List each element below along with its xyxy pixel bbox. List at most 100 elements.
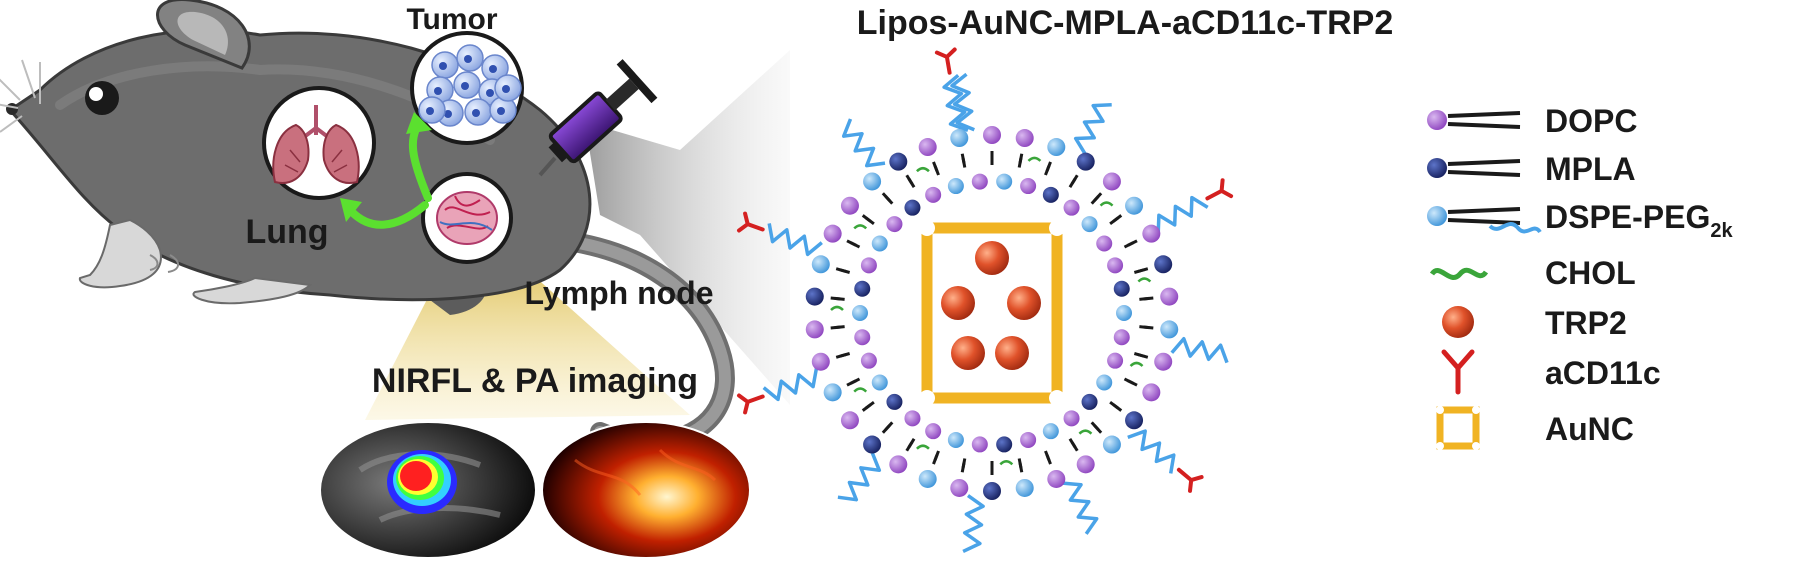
lipid-head-inner	[1020, 178, 1037, 195]
lipid-head-inner	[1107, 352, 1124, 369]
trp2-particles	[941, 241, 1041, 370]
lipid-tail	[1017, 157, 1023, 168]
lymph-node-inset	[421, 172, 513, 264]
peg-chain	[1156, 195, 1209, 234]
lipid-tail	[1068, 438, 1077, 449]
lipid-head-outer	[805, 320, 824, 339]
cholesterol	[1027, 156, 1042, 162]
cholesterol	[916, 444, 930, 450]
lipid-tail	[1090, 421, 1100, 431]
lipid-head-outer	[1154, 255, 1173, 274]
lipid-head-inner	[1081, 216, 1098, 233]
lipid-tail	[884, 421, 894, 431]
lymph-node-label: Lymph node	[524, 275, 713, 311]
legend-mpla-icon	[1427, 158, 1521, 178]
lipid-head-inner	[871, 374, 888, 391]
lipid-head-inner	[904, 199, 921, 216]
lipid-head-inner	[1107, 257, 1124, 274]
lipid-head-inner	[925, 423, 942, 440]
lipid-tail	[1123, 377, 1135, 385]
lipid-tail	[1133, 268, 1145, 274]
lipid-head-outer	[889, 152, 908, 171]
syringe-icon	[538, 59, 658, 177]
legend-dspe-peg-icon	[1427, 206, 1542, 234]
lipid-tail	[849, 377, 861, 385]
lipid-tail	[1133, 352, 1145, 358]
lipid-head-outer	[950, 129, 969, 148]
lipid-tail	[839, 352, 851, 358]
pa-image	[541, 421, 751, 559]
peg-chain	[942, 73, 969, 133]
lipid-head-outer	[1015, 478, 1034, 497]
acd11c-antibody	[737, 211, 765, 233]
peg-chain	[1062, 481, 1099, 535]
lipid-tail	[865, 216, 875, 226]
lipid-head-inner	[947, 431, 964, 448]
lipid-tail	[1044, 165, 1051, 176]
lipid-tail	[961, 157, 967, 168]
lipid-tail	[884, 195, 894, 205]
cholesterol	[853, 387, 868, 393]
lipid-head-outer	[983, 126, 1001, 144]
lipid-head-outer	[1160, 287, 1179, 306]
lipid-tail	[1123, 241, 1135, 249]
lipid-head-inner	[860, 352, 877, 369]
lung-inset	[262, 86, 376, 200]
legend-dopc-label: DOPC	[1545, 103, 1637, 139]
lipid-head-outer	[1076, 455, 1095, 474]
lipid-head-outer	[823, 224, 842, 243]
lipid-head-outer	[1125, 411, 1144, 430]
acd11c-antibody	[934, 47, 957, 75]
lipid-head-outer	[1125, 196, 1144, 215]
lipid-tail	[1068, 177, 1077, 188]
lipid-head-outer	[983, 482, 1001, 500]
legend-symbols	[1427, 110, 1542, 450]
arrow-head-to-lung-icon	[340, 198, 362, 222]
legend-mpla-label: MPLA	[1545, 151, 1636, 187]
lipid-head-outer	[840, 196, 859, 215]
cholesterol	[1078, 429, 1093, 435]
lipid-tail	[1139, 296, 1150, 301]
lipid-tail	[907, 438, 916, 449]
lipid-head-outer	[1015, 129, 1034, 148]
legend-acd11c-icon	[1441, 349, 1475, 395]
lipid-head-inner	[925, 186, 942, 203]
lipid-head-inner	[852, 305, 868, 321]
cholesterol	[1099, 201, 1114, 207]
tumor-cell-nucleus	[486, 89, 494, 97]
lipid-head-inner	[904, 410, 921, 427]
lipid-head-outer	[1142, 383, 1161, 402]
lipid-head-inner	[1113, 329, 1130, 346]
lipid-head-outer	[811, 255, 830, 274]
lipid-tail	[865, 400, 875, 410]
lipid-head-outer	[918, 138, 937, 157]
zoom-projection-beam	[585, 50, 790, 405]
lipid-head-inner	[1096, 374, 1113, 391]
lipid-head-inner	[947, 178, 964, 195]
peg-chain	[962, 494, 985, 553]
peg-chain	[837, 452, 882, 502]
lipid-head-outer	[805, 287, 824, 306]
lipid-tail	[1109, 400, 1119, 410]
legend-dopc-icon	[1427, 110, 1521, 130]
imaging-label: NIRFL & PA imaging	[372, 362, 698, 400]
tumor-cell-nucleus	[464, 55, 472, 63]
lipid-head-inner	[996, 436, 1013, 453]
legend-trp2-label: TRP2	[1545, 305, 1627, 341]
lipid-tail	[907, 177, 916, 188]
lipid-head-outer	[1142, 224, 1161, 243]
lipid-head-inner	[854, 329, 871, 346]
lipid-head-inner	[871, 235, 888, 252]
diagram-title: Lipos-AuNC-MPLA-aCD11c-TRP2	[857, 4, 1393, 42]
lipid-head-inner	[996, 173, 1013, 190]
lipid-head-outer	[1154, 352, 1173, 371]
lipid-head-inner	[971, 436, 988, 453]
lipid-tail	[834, 325, 845, 330]
lipid-tail	[1090, 195, 1100, 205]
legend-aunc-icon	[1436, 406, 1480, 450]
tumor-cell-nucleus	[502, 85, 510, 93]
lipid-head-inner	[860, 257, 877, 274]
tumor-cell-nucleus	[489, 65, 497, 73]
legend-dspe-peg-subscript: 2k	[1710, 220, 1733, 242]
tumor-inset	[410, 31, 524, 145]
